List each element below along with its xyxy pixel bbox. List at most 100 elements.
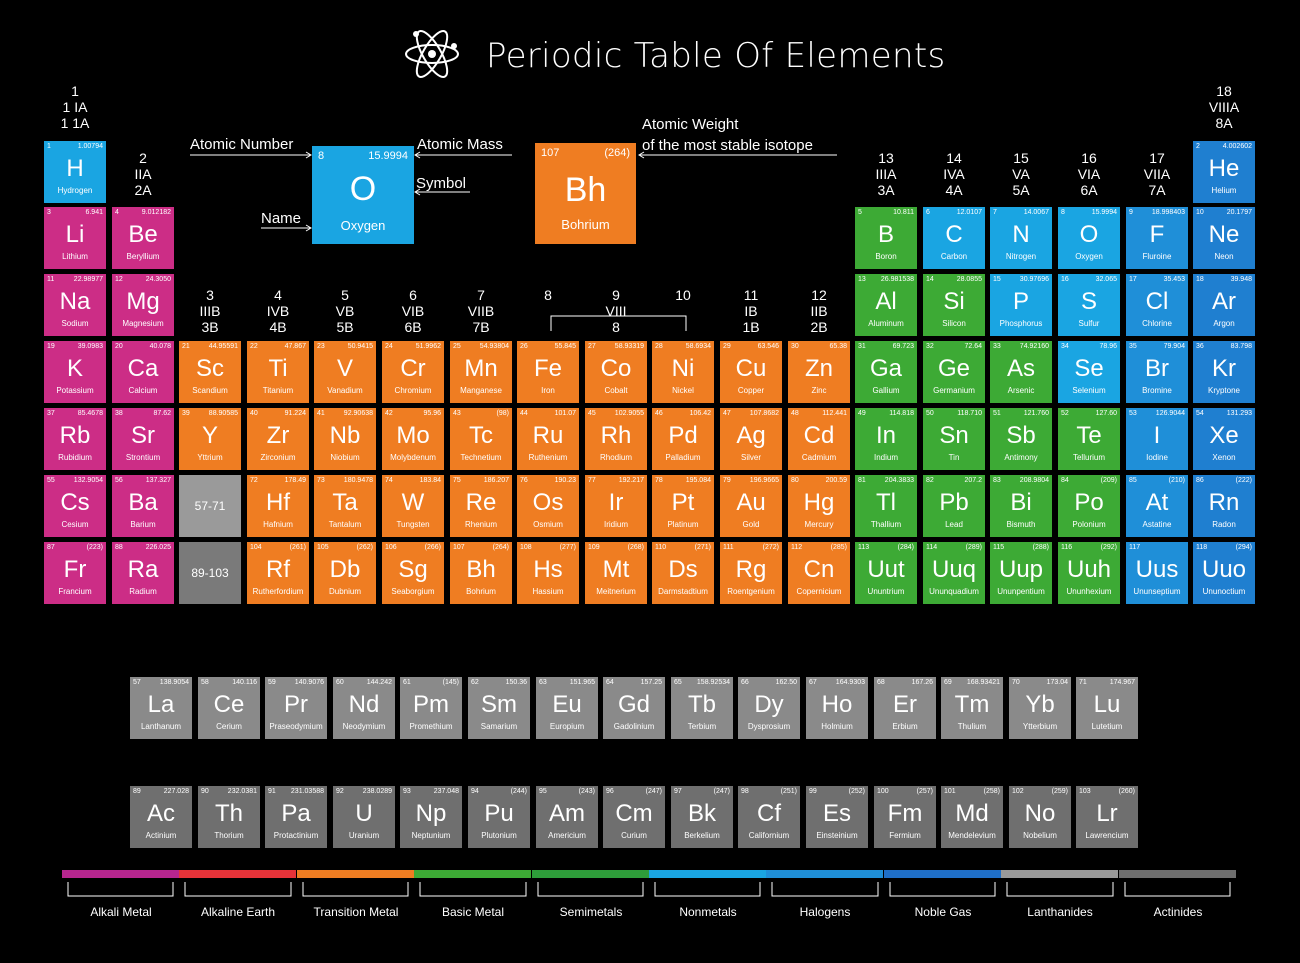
symbol: Ne — [1208, 221, 1240, 248]
symbol: Zr — [266, 422, 290, 449]
atomic-number: 101 — [944, 788, 956, 795]
symbol: Ra — [127, 556, 159, 583]
atomic-number: 2 — [1196, 143, 1200, 150]
element-name: Californium — [748, 831, 790, 840]
group-label: 9 VIII 8 — [605, 287, 627, 335]
atomic-mass: 204.3833 — [884, 477, 914, 484]
symbol: I — [1153, 422, 1161, 449]
atomic-mass: 106.42 — [689, 410, 711, 417]
atomic-mass: 195.084 — [685, 477, 711, 484]
atomic-mass: 121.760 — [1023, 410, 1049, 417]
symbol: Cl — [1145, 288, 1169, 315]
group-label: 6 VIB 6B — [401, 287, 425, 335]
symbol: Pb — [939, 489, 969, 516]
element-name: Kryptone — [1207, 386, 1241, 395]
legend-label: Noble Gas — [914, 905, 972, 919]
symbol: Er — [893, 691, 917, 718]
atomic-mass: 85.4678 — [77, 410, 103, 417]
symbol: Lr — [1096, 800, 1118, 827]
legend-bracket — [1124, 882, 1231, 897]
element-name: Holmium — [821, 722, 853, 731]
legend-bracket — [654, 882, 761, 897]
element-name: Mendelevium — [948, 831, 996, 840]
symbol: Co — [600, 355, 632, 382]
element-name: Rutherfordium — [252, 587, 304, 596]
element-name: Mercury — [804, 520, 834, 529]
group-label: 7 VIIB 7B — [467, 287, 495, 335]
element-name: Lithium — [62, 252, 88, 261]
atomic-mass: 40.078 — [149, 343, 171, 350]
legend-bracket — [889, 882, 996, 897]
symbol: Ru — [532, 422, 564, 449]
legend-swatch — [62, 870, 179, 878]
atomic-number: 24 — [385, 343, 393, 350]
atomic-number: 90 — [201, 788, 209, 795]
symbol: Rf — [266, 556, 290, 583]
element-name: Boron — [875, 252, 897, 261]
element-name: Fermium — [889, 831, 921, 840]
atomic-number: 49 — [858, 410, 866, 417]
atomic-number: 19 — [47, 343, 55, 350]
atomic-mass: 74.92160 — [1019, 343, 1049, 350]
atomic-mass: (292) — [1100, 544, 1117, 551]
element-name: Hafnium — [263, 520, 293, 529]
atomic-mass: (145) — [442, 679, 459, 686]
element-name: Polonium — [1072, 520, 1106, 529]
atomic-number: 72 — [250, 477, 258, 484]
atomic-mass: (262) — [356, 544, 373, 551]
atomic-mass: 140.116 — [232, 679, 257, 686]
atomic-number: 58 — [201, 679, 209, 686]
atomic-number: 21 — [182, 343, 190, 350]
atomic-number: 76 — [520, 477, 528, 484]
symbol: Cs — [60, 489, 90, 516]
atomic-number: 74 — [385, 477, 393, 484]
atomic-number: 85 — [1129, 477, 1137, 484]
symbol: Sg — [398, 556, 428, 583]
legend-label: Halogens — [799, 905, 851, 919]
element-name: Rubidium — [58, 453, 92, 462]
symbol: Fe — [533, 355, 562, 382]
element-name: Zirconium — [260, 453, 296, 462]
atomic-number: 60 — [336, 679, 344, 686]
group-label: 17 VIIA 7A — [1143, 150, 1171, 198]
atomic-number: 42 — [385, 410, 393, 417]
symbol: Ag — [736, 422, 766, 449]
atomic-number: 44 — [520, 410, 528, 417]
element-name: Indium — [873, 453, 898, 462]
atomic-mass: 150.36 — [505, 679, 527, 686]
element-name: Cesium — [61, 520, 89, 529]
symbol: Fm — [887, 800, 923, 827]
key-atomic-number: 8 — [318, 150, 325, 162]
atomic-mass: 72.64 — [964, 343, 982, 350]
symbol: Ce — [213, 691, 245, 718]
element-name: Osmium — [533, 520, 563, 529]
atomic-number: 50 — [926, 410, 934, 417]
atomic-mass: (252) — [848, 788, 865, 795]
